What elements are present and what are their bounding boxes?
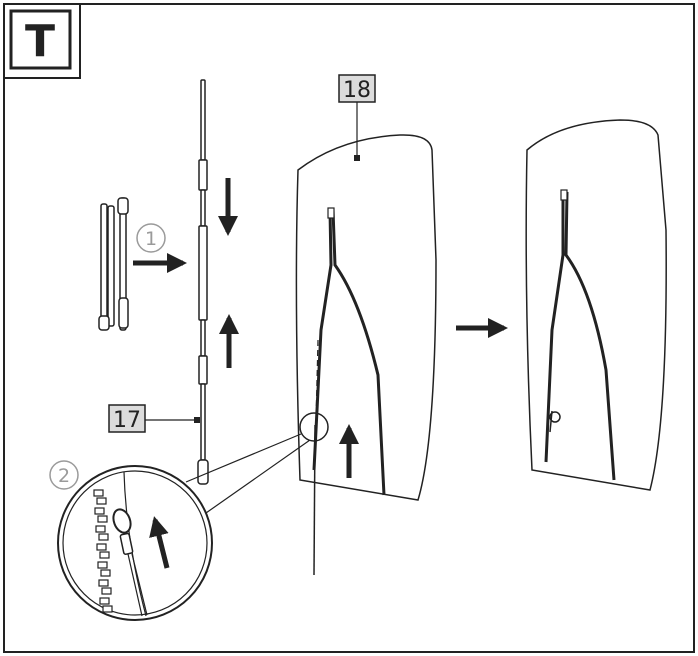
part-label-pole-text: 17 <box>113 408 141 433</box>
step-number-2: 2 <box>58 465 70 487</box>
part-label-cover-text: 18 <box>343 78 371 103</box>
assembled-pole <box>197 79 209 485</box>
zipper-icon <box>312 209 333 471</box>
part-label-pole: 17 <box>108 404 200 433</box>
pole-bundle <box>98 197 129 331</box>
cover-finished <box>525 119 667 491</box>
zipper-icon <box>544 192 565 463</box>
step-number-2-badge: 2 <box>49 460 79 490</box>
arrow-up-icon <box>149 516 170 569</box>
zipper-detail-zoom <box>57 465 213 621</box>
step-letter: T <box>25 16 55 67</box>
diagram-frame <box>3 3 695 653</box>
step-letter-box: T <box>4 3 81 79</box>
step-number-1-badge: 1 <box>136 223 166 253</box>
step-number-1: 1 <box>145 228 157 250</box>
magnifier-circle-icon <box>299 412 329 442</box>
part-label-cover: 18 <box>338 74 376 161</box>
cover-with-zipper <box>295 134 437 576</box>
